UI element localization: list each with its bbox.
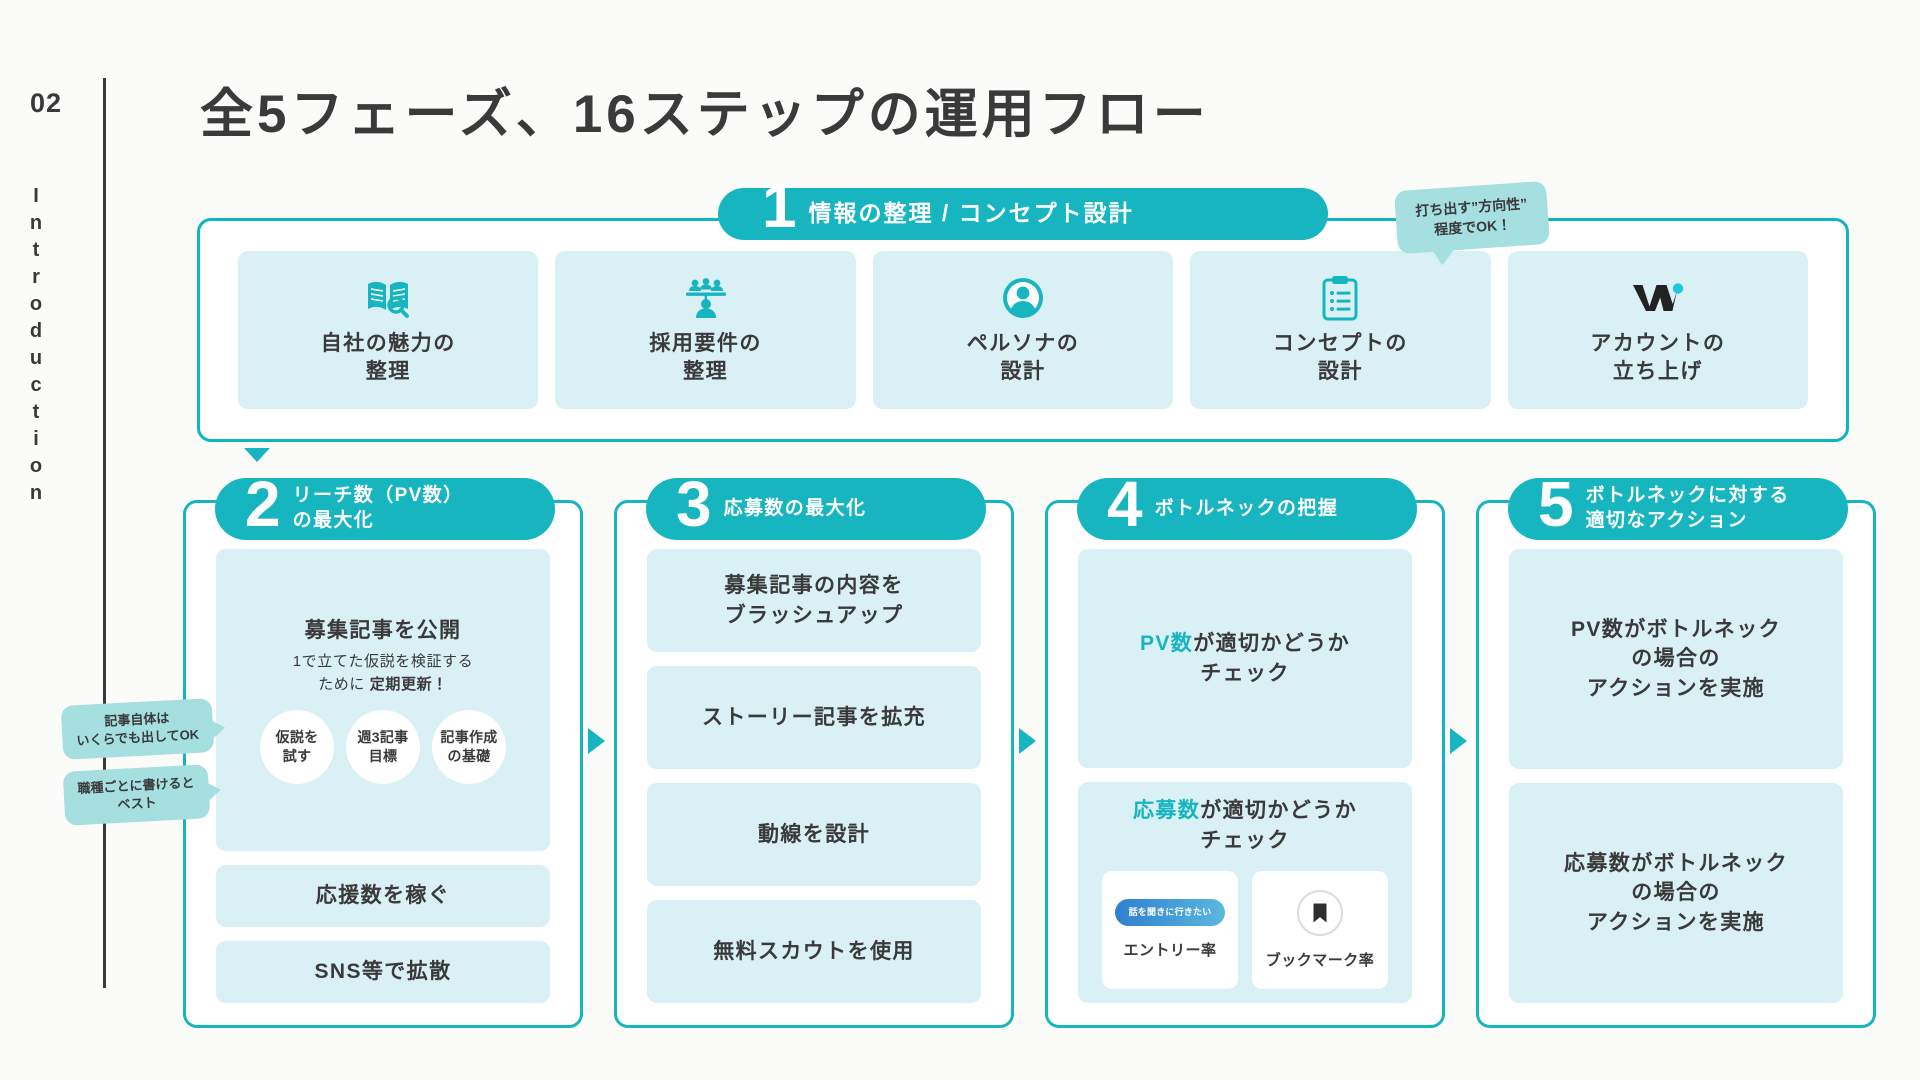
item-title: 無料スカウトを使用 — [713, 939, 915, 963]
widget-entry-rate[interactable]: 話を聞きに行きたい エントリー率 — [1102, 871, 1238, 989]
item-title: 応募数がボトルネック の場合の アクションを実施 — [1564, 851, 1788, 934]
phase-2-number: 2 — [245, 467, 281, 540]
phase-4-header-pill[interactable]: 4 ボトルネックの把握 — [1077, 467, 1417, 540]
phase-1-label: 情報の整理 / コンセプト設計 — [808, 200, 1134, 227]
flow-arrow-right — [1019, 728, 1036, 754]
circle-badge[interactable]: 週3記事 目標 — [346, 710, 420, 785]
speech-bubble-direction-hint: 打ち出す”方向性” 程度でOK！ — [1393, 180, 1551, 255]
phase-5-number: 5 — [1538, 467, 1574, 540]
phase-2-circle-badges: 仮説を 試す 週3記事 目標 記事作成 の基礎 — [260, 710, 506, 785]
speech-bubble-job-type: 職種ごとに書けると ベスト — [62, 764, 211, 827]
wantedly-w-logo-icon — [1632, 274, 1684, 322]
phase-3-panel: 募集記事の内容を ブラッシュアップ ストーリー記事を拡充 動線を設計 無料スカウ… — [614, 500, 1014, 1028]
page-title: 全5フェーズ、16ステップの運用フロー — [200, 85, 1210, 144]
section-label: Introduction — [25, 185, 47, 509]
phase-3-item-brush-up[interactable]: 募集記事の内容を ブラッシュアップ — [647, 549, 981, 652]
speech-bubble-article-count: 記事自体は いくらでも出してOK — [60, 698, 215, 761]
widget-label: エントリー率 — [1123, 941, 1217, 959]
phase-5-panel: PV数がボトルネック の場合の アクションを実施 応募数がボトルネック の場合の… — [1476, 500, 1876, 1028]
item-title: 動線を設計 — [758, 822, 870, 846]
item-title: ストーリー記事を拡充 — [702, 705, 926, 729]
phase-4-item-application-check[interactable]: 応募数が適切かどうか チェック 話を聞きに行きたい エントリー率 ブックマーク率 — [1078, 782, 1412, 1003]
circle-badge[interactable]: 記事作成 の基礎 — [432, 710, 506, 785]
entry-pill-button-icon: 話を聞きに行きたい — [1114, 899, 1226, 926]
phase-2-panel: 募集記事を公開 1で立てた仮説を検証する ために 定期更新！ 仮説を 試す 週3… — [183, 500, 583, 1028]
phase-1-card-label: アカウントの 立ち上げ — [1590, 331, 1726, 383]
item-title: 募集記事の内容を ブラッシュアップ — [724, 574, 904, 627]
bookmark-icon — [1297, 889, 1343, 936]
item-title: PV数がボトルネック の場合の アクションを実施 — [1570, 617, 1781, 700]
phase-1-card-label: 採用要件の 整理 — [649, 331, 762, 383]
item-title: 応援数を稼ぐ — [315, 884, 451, 908]
phase-4-metric-widgets: 話を聞きに行きたい エントリー率 ブックマーク率 — [1088, 871, 1402, 989]
rail-divider — [103, 78, 106, 988]
phase-5-header-pill[interactable]: 5 ボトルネックに対する 適切なアクション — [1508, 467, 1848, 540]
phase-5-item-application-action[interactable]: 応募数がボトルネック の場合の アクションを実施 — [1509, 783, 1843, 1003]
phase-1-card-persona-design[interactable]: ペルソナの 設計 — [872, 251, 1174, 409]
phase-4-label: ボトルネックの把握 — [1154, 497, 1339, 519]
item-title: PV数が適切かどうか チェック — [1139, 632, 1351, 685]
team-people-icon — [683, 274, 729, 322]
page-number: 02 — [30, 88, 63, 118]
phase-3-item-story-articles[interactable]: ストーリー記事を拡充 — [647, 666, 981, 769]
widget-bookmark-rate[interactable]: ブックマーク率 — [1252, 871, 1388, 989]
phase-3-label: 応募数の最大化 — [723, 497, 867, 519]
phase-1-card-account-launch[interactable]: アカウントの 立ち上げ — [1507, 251, 1809, 409]
circle-badge[interactable]: 仮説を 試す — [260, 710, 334, 785]
phase-1-card-label: ペルソナの 設計 — [966, 331, 1080, 383]
phase-1-card-company-appeal[interactable]: 自社の魅力の 整理 — [238, 251, 539, 409]
phase-2-item-sns-spread[interactable]: SNS等で拡散 — [216, 941, 550, 1003]
phase-1-number: 1 — [762, 171, 797, 241]
item-title: 募集記事を公開 — [304, 618, 462, 642]
item-subtitle: 1で立てた仮説を検証する ために 定期更新！ — [292, 653, 474, 693]
clipboard-list-icon — [1321, 274, 1359, 322]
left-rail: 02 Introduction — [0, 0, 150, 1080]
phase-5-item-pv-action[interactable]: PV数がボトルネック の場合の アクションを実施 — [1509, 549, 1843, 769]
phase-1-card-hiring-requirements[interactable]: 採用要件の 整理 — [555, 251, 856, 409]
phase-3-header-pill[interactable]: 3 応募数の最大化 — [646, 467, 986, 540]
phase-1-card-label: コンセプトの 設計 — [1272, 331, 1408, 383]
phase-1-card-label: 自社の魅力の 整理 — [320, 331, 456, 383]
widget-label: ブックマーク率 — [1265, 951, 1375, 969]
item-title: 応募数が適切かどうか チェック — [1132, 799, 1357, 852]
phase-2-item-gain-support[interactable]: 応援数を稼ぐ — [216, 865, 550, 927]
flow-arrow-down — [244, 448, 270, 462]
phase-2-item-publish-article[interactable]: 募集記事を公開 1で立てた仮説を検証する ために 定期更新！ 仮説を 試す 週3… — [216, 549, 550, 851]
persona-avatar-icon — [1001, 274, 1045, 322]
phase-2-label: リーチ数（PV数） の最大化 — [292, 485, 464, 531]
phase-1-card-concept-design[interactable]: コンセプトの 設計 — [1190, 251, 1491, 409]
phase-4-panel: PV数が適切かどうか チェック 応募数が適切かどうか チェック 話を聞きに行きた… — [1045, 500, 1445, 1028]
phase-3-number: 3 — [676, 467, 712, 540]
phase-3-item-free-scout[interactable]: 無料スカウトを使用 — [647, 900, 981, 1003]
phase-1-header-pill[interactable]: 1 情報の整理 / コンセプト設計 — [718, 175, 1328, 240]
flow-arrow-right — [1450, 728, 1467, 754]
phase-4-item-pv-check[interactable]: PV数が適切かどうか チェック — [1078, 549, 1412, 769]
phase-3-item-design-flow[interactable]: 動線を設計 — [647, 783, 981, 886]
phase-5-label: ボトルネックに対する 適切なアクション — [1585, 485, 1790, 531]
phase-1-panel: 自社の魅力の 整理 採用要件の 整理 — [197, 218, 1849, 442]
item-title: SNS等で拡散 — [314, 960, 452, 984]
phase-1-card-row: 自社の魅力の 整理 採用要件の 整理 — [200, 221, 1846, 439]
book-search-icon — [366, 274, 410, 322]
phase-4-number: 4 — [1107, 467, 1143, 540]
phase-2-header-pill[interactable]: 2 リーチ数（PV数） の最大化 — [215, 467, 555, 540]
flow-arrow-right — [588, 728, 605, 754]
